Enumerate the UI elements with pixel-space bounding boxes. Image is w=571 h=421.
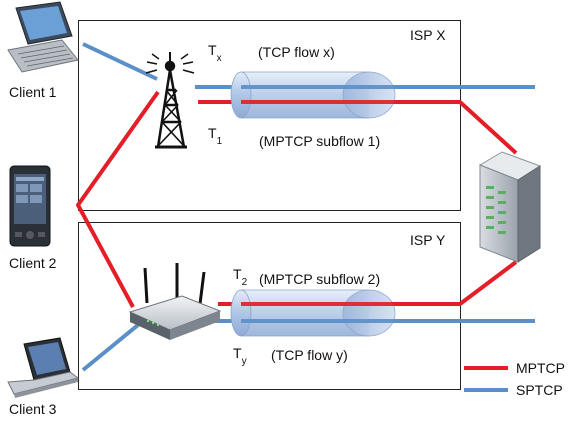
legend: MPTCP SPTCP [464, 360, 565, 398]
tunnel-isp-x [230, 71, 396, 119]
client-2-label: Client 2 [9, 255, 57, 271]
client-1-label: Client 1 [9, 84, 57, 100]
t2-label: T2 [233, 266, 248, 288]
tcp-flow-y-label: (TCP flow y) [271, 347, 348, 363]
isp-y-box [78, 222, 461, 390]
isp-x-box [78, 20, 461, 211]
laptop-pda-icon [7, 1, 79, 73]
client-3-label: Client 3 [9, 401, 57, 417]
tunnel-isp-y [230, 289, 396, 337]
laptop-icon [7, 337, 80, 398]
t1-label: T1 [208, 125, 223, 147]
server-icon [478, 151, 542, 263]
smartphone-icon [9, 165, 51, 247]
tcp-flow-x-label: (TCP flow x) [258, 44, 335, 60]
legend-label-mptcp: MPTCP [516, 360, 565, 376]
cell-tower-icon [145, 52, 195, 149]
legend-label-sptcp: SPTCP [516, 382, 563, 398]
mptcp-subflow-2-label: (MPTCP subflow 2) [259, 271, 380, 287]
isp-x-label: ISP X [410, 27, 446, 43]
isp-y-label: ISP Y [410, 232, 446, 248]
ty-label: Ty [233, 345, 247, 367]
tx-label: Tx [208, 42, 222, 64]
mptcp-subflow-1-label: (MPTCP subflow 1) [259, 133, 380, 149]
wifi-router-icon [128, 263, 222, 340]
